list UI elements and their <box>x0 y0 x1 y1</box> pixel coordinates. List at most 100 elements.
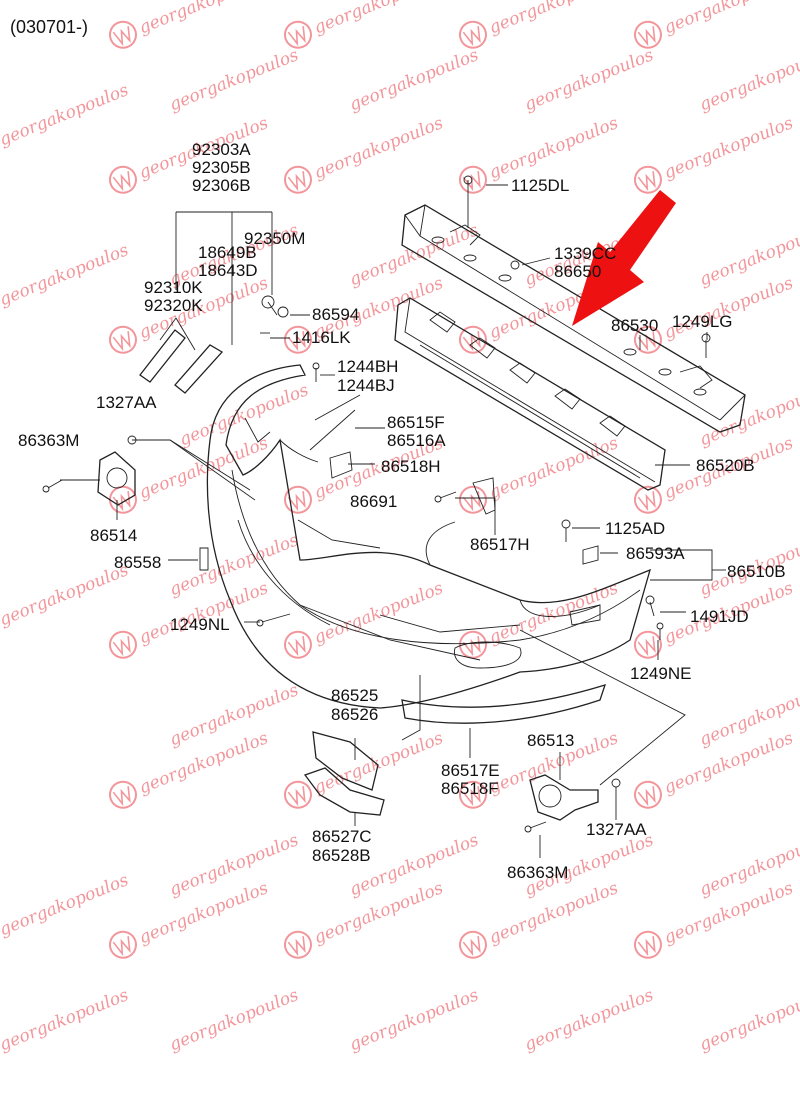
svg-text:georgakopoulos: georgakopoulos <box>0 80 132 150</box>
leader-lines <box>60 184 726 858</box>
svg-text:georgakopoulos: georgakopoulos <box>661 0 796 38</box>
label-1249LG: 1249LG <box>672 312 733 331</box>
part-labels: 92303A 92305B 92306B 92350M 18649B 18643… <box>18 140 786 882</box>
label-86530: 86530 <box>611 316 658 335</box>
label-92305B: 92305B <box>192 158 251 177</box>
svg-text:georgakopoulos: georgakopoulos <box>311 578 446 648</box>
watermark-logo: georgakopoulos <box>458 0 621 49</box>
lower-grille <box>401 684 607 724</box>
watermark-logo: georgakopoulos <box>283 728 446 809</box>
svg-text:georgakopoulos: georgakopoulos <box>697 45 800 115</box>
svg-text:georgakopoulos: georgakopoulos <box>177 380 312 450</box>
label-1327AA-left: 1327AA <box>96 393 157 412</box>
label-1491JD: 1491JD <box>690 607 749 626</box>
label-1125AD: 1125AD <box>605 519 665 538</box>
label-1327AA-right: 1327AA <box>586 820 647 839</box>
watermark-logo: georgakopoulos <box>458 578 621 659</box>
side-reflector-2 <box>174 344 224 394</box>
label-1244BJ: 1244BJ <box>337 376 395 395</box>
watermark-logo: georgakopoulos <box>0 985 132 1055</box>
svg-text:georgakopoulos: georgakopoulos <box>661 273 796 343</box>
pointer-arrow <box>572 190 676 326</box>
watermark-logo: georgakopoulos <box>167 45 302 115</box>
label-86518F: 86518F <box>441 779 499 798</box>
watermark-logo: georgakopoulos <box>167 985 302 1055</box>
svg-text:georgakopoulos: georgakopoulos <box>522 985 657 1055</box>
svg-text:georgakopoulos: georgakopoulos <box>486 578 621 648</box>
watermark-logo: georgakopoulos <box>283 113 446 194</box>
label-86650: 86650 <box>554 262 601 281</box>
svg-text:georgakopoulos: georgakopoulos <box>347 45 482 115</box>
side-reflector <box>139 329 186 383</box>
watermark-logo: georgakopoulos <box>283 578 446 659</box>
watermark-logo: georgakopoulos <box>522 45 657 115</box>
label-86515F: 86515F <box>387 413 445 432</box>
label-86525: 86525 <box>331 686 378 705</box>
label-92306B: 92306B <box>192 176 251 195</box>
label-1416LK: 1416LK <box>292 328 351 347</box>
garnish-upper <box>312 731 379 791</box>
parts-drawing <box>42 175 746 858</box>
svg-text:georgakopoulos: georgakopoulos <box>167 985 302 1055</box>
watermark-logo: georgakopoulos <box>0 80 132 150</box>
watermark-logo: georgakopoulos <box>522 985 657 1055</box>
label-86514: 86514 <box>90 526 137 545</box>
label-86691: 86691 <box>350 492 397 511</box>
label-86527C: 86527C <box>312 827 372 846</box>
header-code: (030701-) <box>10 17 88 37</box>
svg-text:georgakopoulos: georgakopoulos <box>0 870 132 940</box>
svg-text:georgakopoulos: georgakopoulos <box>136 578 271 648</box>
svg-text:georgakopoulos: georgakopoulos <box>486 0 621 38</box>
label-86517E: 86517E <box>441 761 500 780</box>
svg-text:georgakopoulos: georgakopoulos <box>522 45 657 115</box>
label-1125DL: 1125DL <box>511 176 569 195</box>
svg-text:georgakopoulos: georgakopoulos <box>0 240 132 310</box>
svg-text:georgakopoulos: georgakopoulos <box>311 113 446 183</box>
watermark-logo: georgakopoulos <box>697 985 800 1055</box>
svg-text:georgakopoulos: georgakopoulos <box>311 0 446 38</box>
label-86526: 86526 <box>331 705 378 724</box>
label-86516A: 86516A <box>387 431 446 450</box>
svg-text:georgakopoulos: georgakopoulos <box>167 45 302 115</box>
svg-text:georgakopoulos: georgakopoulos <box>311 728 446 798</box>
label-1339CC: 1339CC <box>554 244 616 263</box>
watermark-logo: georgakopoulos <box>458 433 621 514</box>
energy-absorber <box>394 297 666 491</box>
svg-text:georgakopoulos: georgakopoulos <box>136 0 271 38</box>
watermark-logo: georgakopoulos <box>108 0 271 49</box>
label-86528B: 86528B <box>312 846 371 865</box>
svg-text:georgakopoulos: georgakopoulos <box>0 560 132 630</box>
label-86558: 86558 <box>114 553 161 572</box>
label-86593A: 86593A <box>626 544 685 563</box>
label-18649B: 18649B <box>198 243 257 262</box>
svg-text:georgakopoulos: georgakopoulos <box>486 433 621 503</box>
watermark-logo: georgakopoulos <box>633 113 796 194</box>
svg-text:georgakopoulos: georgakopoulos <box>347 985 482 1055</box>
label-92303A: 92303A <box>192 140 251 159</box>
label-86518H: 86518H <box>381 457 441 476</box>
label-92350M: 92350M <box>244 229 305 248</box>
label-1249NL: 1249NL <box>170 615 230 634</box>
watermark-logo: georgakopoulos <box>347 985 482 1055</box>
svg-text:georgakopoulos: georgakopoulos <box>136 433 271 503</box>
label-86363M-right: 86363M <box>507 863 568 882</box>
watermark-logo: georgakopoulos <box>697 45 800 115</box>
label-92310K: 92310K <box>144 278 203 297</box>
label-86520B: 86520B <box>696 456 755 475</box>
garnish-lower <box>303 767 385 816</box>
watermark-logo: georgakopoulos <box>177 380 312 450</box>
label-1249NE: 1249NE <box>630 664 691 683</box>
right-fog-bracket <box>529 774 599 821</box>
watermark-logo: georgakopoulos <box>347 45 482 115</box>
watermark-logo: georgakopoulos <box>0 240 132 310</box>
svg-text:georgakopoulos: georgakopoulos <box>697 985 800 1055</box>
label-1244BH: 1244BH <box>337 357 398 376</box>
svg-text:georgakopoulos: georgakopoulos <box>486 113 621 183</box>
label-86513: 86513 <box>527 731 574 750</box>
reinforcement-beam <box>401 204 746 433</box>
label-92320K: 92320K <box>144 296 203 315</box>
svg-text:georgakopoulos: georgakopoulos <box>661 113 796 183</box>
label-18643D: 18643D <box>198 261 258 280</box>
left-fog-bracket <box>97 451 136 506</box>
